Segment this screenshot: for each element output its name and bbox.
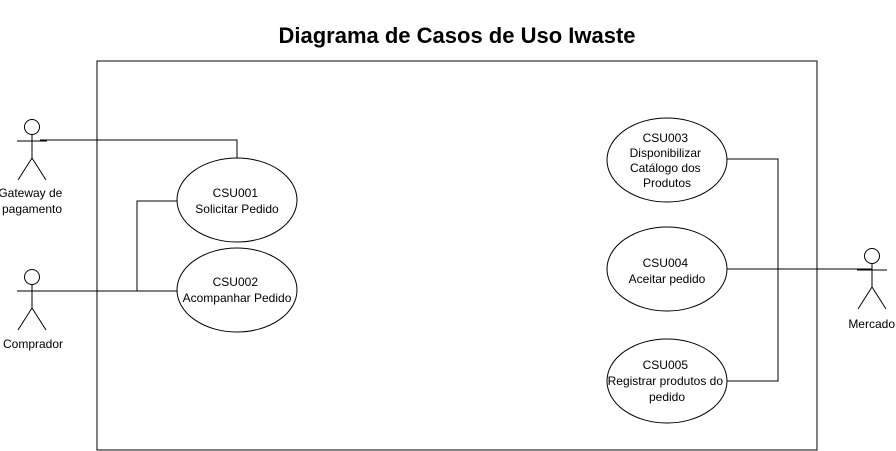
association-gateway-csu001 — [40, 139, 238, 158]
actor-gateway: Gateway de pagamento — [0, 119, 66, 216]
system-boundary — [96, 60, 818, 451]
csu002-label: CSU002 Acompanhar Pedido — [183, 275, 292, 305]
use-case-csu001: CSU001 Solicitar Pedido — [176, 157, 298, 243]
actor-gateway-label: Gateway de pagamento — [0, 186, 66, 216]
associations — [40, 139, 872, 382]
actor-mercado: Mercado — [848, 248, 895, 331]
association-mercado-csu003-csu005 — [726, 158, 779, 382]
csu001-label: CSU001 Solicitar Pedido — [195, 186, 279, 216]
actor-mercado-label: Mercado — [848, 317, 895, 331]
csu003-label: CSU003 Disponibilizar Catálogo dos Produ… — [630, 131, 705, 190]
csu005-label: CSU005 Registrar produtos do pedido — [608, 358, 727, 404]
csu004-label: CSU004 Aceitar pedido — [629, 256, 706, 286]
stick-figure-icon — [857, 248, 887, 310]
diagram-title: Diagrama de Casos de Uso Iwaste — [278, 23, 635, 48]
use-case-csu005: CSU005 Registrar produtos do pedido — [606, 338, 728, 424]
stick-figure-icon — [17, 119, 47, 181]
stick-figure-icon — [17, 269, 47, 331]
association-comprador-csu001 — [136, 200, 180, 291]
use-case-csu002: CSU002 Acompanhar Pedido — [176, 247, 298, 333]
actor-comprador-label: Comprador — [3, 337, 63, 351]
actor-comprador: Comprador — [3, 269, 63, 351]
use-case-csu003: CSU003 Disponibilizar Catálogo dos Produ… — [606, 117, 728, 203]
use-case-csu004: CSU004 Aceitar pedido — [606, 226, 728, 312]
